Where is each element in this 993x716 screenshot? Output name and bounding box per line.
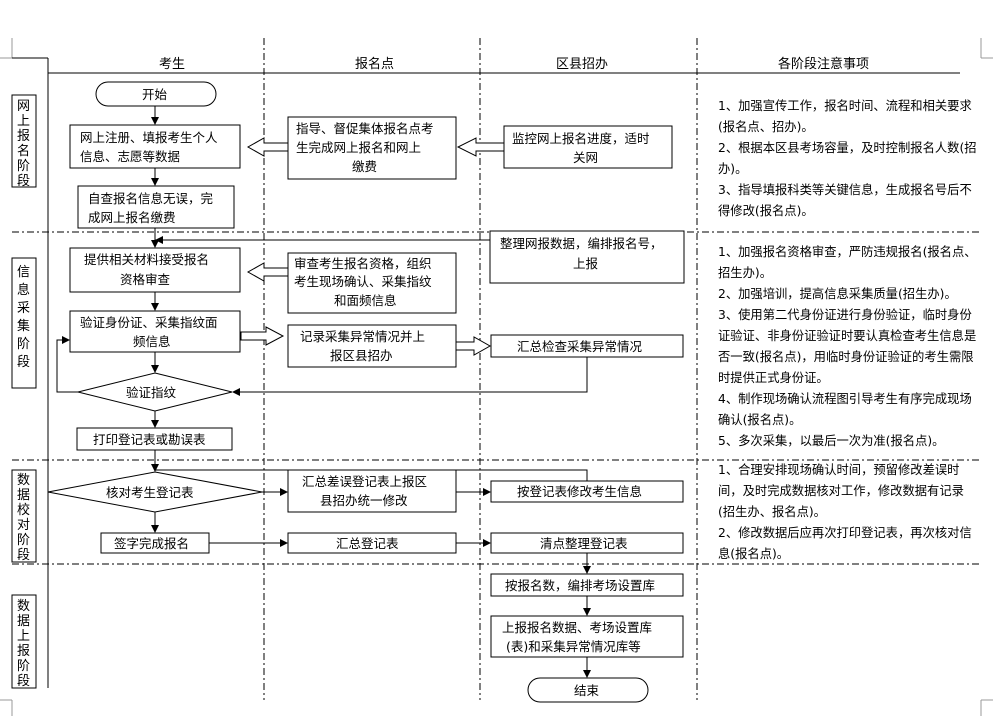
note-item: 4、制作现场确认流程图引导考生有序完成现场确认(报名点)。 — [718, 392, 972, 427]
header-candidate: 考生 — [159, 57, 185, 72]
svg-text:名: 名 — [17, 143, 30, 159]
svg-text:阶: 阶 — [17, 533, 30, 548]
node-guide-collective-line1: 指导、督促集体报名点考 — [296, 121, 434, 136]
node-self-check-line1: 自查报名信息无误，完 — [88, 191, 213, 206]
node-online-register-line1: 网上注册、填报考生个人 — [80, 130, 218, 145]
node-summarize-errors-line1: 汇总差误登记表上报区 — [302, 474, 427, 489]
table-header: 考生 报名点 区县招办 各阶段注意事项 — [12, 56, 960, 688]
node-review-qualification-line1: 审查考生报名资格，组织 — [294, 256, 432, 271]
node-monitor-progress-line2: 关网 — [573, 150, 598, 165]
svg-text:段: 段 — [17, 174, 30, 189]
node-provide-materials-line2: 资格审查 — [120, 272, 171, 287]
note-item: 1、合理安排现场确认时间，预留修改差误时间，及时完成数据核对工作，修改数据有记录… — [718, 463, 964, 519]
node-summarize-anomalies-label: 汇总检查采集异常情况 — [517, 339, 643, 354]
svg-text:网: 网 — [17, 99, 30, 114]
header-stage-notes: 各阶段注意事项 — [778, 56, 869, 72]
node-verify-id-line2: 频信息 — [133, 334, 171, 349]
node-guide-collective-line2: 生完成网上报名和网上 — [296, 140, 421, 155]
node-summarize-errors — [287, 469, 457, 513]
svg-text:信: 信 — [17, 265, 30, 280]
node-summarize-errors-line2: 县招办统一修改 — [320, 493, 408, 508]
svg-text:上: 上 — [17, 629, 30, 644]
corner-marks — [0, 38, 993, 716]
svg-text:采: 采 — [17, 301, 30, 316]
note-item: 2、修改数据后应再次打印登记表，再次核对信息(报名点)。 — [718, 526, 972, 561]
block-arrows — [240, 137, 505, 356]
node-online-register — [69, 124, 241, 169]
node-record-anomalies-line1: 记录采集异常情况并上 — [300, 329, 425, 344]
notes-data-check: 1、合理安排现场确认时间，预留修改差误时间，及时完成数据核对工作，修改数据有记录… — [718, 460, 980, 565]
svg-text:段: 段 — [17, 674, 30, 689]
node-record-anomalies — [287, 324, 457, 368]
node-review-qualification-line3: 和面频信息 — [334, 293, 397, 308]
svg-text:报: 报 — [17, 644, 30, 659]
node-tidy-forms-label: 清点整理登记表 — [540, 536, 628, 551]
note-item: 1、加强报名资格审查，严防违规报名(报名点、招生办)。 — [718, 245, 977, 280]
svg-text:据: 据 — [17, 614, 30, 629]
notes-online-registration: 1、加强宣传工作，报名时间、流程和相关要求(报名点、招办)。 2、根据本区县考场… — [718, 96, 980, 222]
stage-labels — [11, 94, 37, 689]
node-guide-collective-line3: 缴费 — [352, 159, 377, 174]
decision-check-form-label: 核对考生登记表 — [106, 485, 194, 500]
svg-text:据: 据 — [17, 488, 30, 503]
svg-text:数: 数 — [17, 473, 30, 488]
header-district-office: 区县招办 — [556, 57, 608, 72]
svg-text:上: 上 — [17, 114, 30, 129]
node-arrange-rooms-label: 按报名数，编排考场设置库 — [505, 578, 655, 593]
note-item: 3、指导填报科类等关键信息，生成报名号后不得修改(报名点)。 — [718, 183, 972, 218]
end-label: 结束 — [574, 683, 600, 698]
svg-text:阶: 阶 — [17, 159, 30, 174]
connectors — [56, 106, 591, 678]
note-item: 2、加强培训，提高信息采集质量(招生办)。 — [718, 287, 957, 301]
note-item: 3、使用第二代身份证进行身份验证，临时身份证验证、非身份证验证时要认真检查考生信… — [718, 308, 977, 385]
node-review-qualification-line2: 考生现场确认、采集指纹 — [294, 274, 432, 289]
node-monitor-progress — [503, 125, 673, 169]
svg-text:数: 数 — [17, 599, 30, 614]
node-online-register-line2: 信息、志愿等数据 — [80, 149, 180, 164]
stage-online-registration: 网 上 报 名 阶 段 — [17, 99, 30, 189]
node-provide-materials-line1: 提供相关材料接受报名 — [84, 252, 209, 267]
start-label: 开始 — [142, 87, 168, 102]
header-registration-point: 报名点 — [355, 56, 394, 72]
node-record-anomalies-line2: 报区县招办 — [330, 348, 393, 363]
node-guide-collective — [287, 116, 457, 180]
node-verify-id — [69, 310, 241, 353]
svg-text:段: 段 — [17, 355, 30, 370]
svg-text:集: 集 — [17, 318, 30, 334]
decision-verify-fingerprint-label: 验证指纹 — [126, 385, 177, 400]
node-sign-complete-label: 签字完成报名 — [114, 536, 189, 551]
svg-text:阶: 阶 — [17, 659, 30, 674]
node-report-data-line1: 上报报名数据、考场设置库 — [502, 620, 652, 635]
svg-text:阶: 阶 — [17, 337, 30, 352]
node-report-data-line2: (表)和采集异常情况库等 — [506, 639, 641, 654]
end-terminal — [527, 677, 649, 703]
svg-text:息: 息 — [17, 282, 30, 298]
svg-text:对: 对 — [17, 518, 30, 533]
stage-data-report: 数 据 上 报 阶 段 — [17, 599, 30, 689]
node-print-form-label: 打印登记表或勘误表 — [93, 432, 206, 447]
node-provide-materials — [69, 247, 241, 293]
note-item: 5、多次采集，以最后一次为准(报名点)。 — [718, 434, 945, 448]
start-terminal — [95, 81, 217, 107]
svg-text:段: 段 — [17, 548, 30, 563]
node-review-qualification — [287, 252, 457, 314]
node-organize-data-line1: 整理网报数据，编排报名号， — [500, 236, 663, 251]
note-item: 2、根据本区县考场容量，及时控制报名人数(招办)。 — [718, 141, 977, 176]
stage-info-collection: 信 息 采 集 阶 段 — [17, 265, 30, 370]
node-organize-data-line2: 上报 — [573, 256, 599, 271]
node-verify-id-line1: 验证身份证、采集指纹面 — [80, 315, 218, 330]
svg-text:校: 校 — [17, 502, 30, 518]
stage-data-check: 数 据 校 对 阶 段 — [17, 473, 30, 563]
node-monitor-progress-line1: 监控网上报名进度，适时 — [512, 131, 650, 146]
node-modify-info-label: 按登记表修改考生信息 — [517, 484, 642, 499]
notes-info-collection: 1、加强报名资格审查，严防违规报名(报名点、招生办)。 2、加强培训，提高信息采… — [718, 242, 980, 452]
svg-text:报: 报 — [17, 129, 30, 144]
node-summarize-forms-label: 汇总登记表 — [336, 536, 399, 551]
node-self-check-line2: 成网上报名缴费 — [88, 210, 176, 225]
node-self-check — [77, 185, 235, 229]
node-organize-data — [489, 230, 685, 284]
note-item: 1、加强宣传工作，报名时间、流程和相关要求(报名点、招办)。 — [718, 99, 972, 134]
